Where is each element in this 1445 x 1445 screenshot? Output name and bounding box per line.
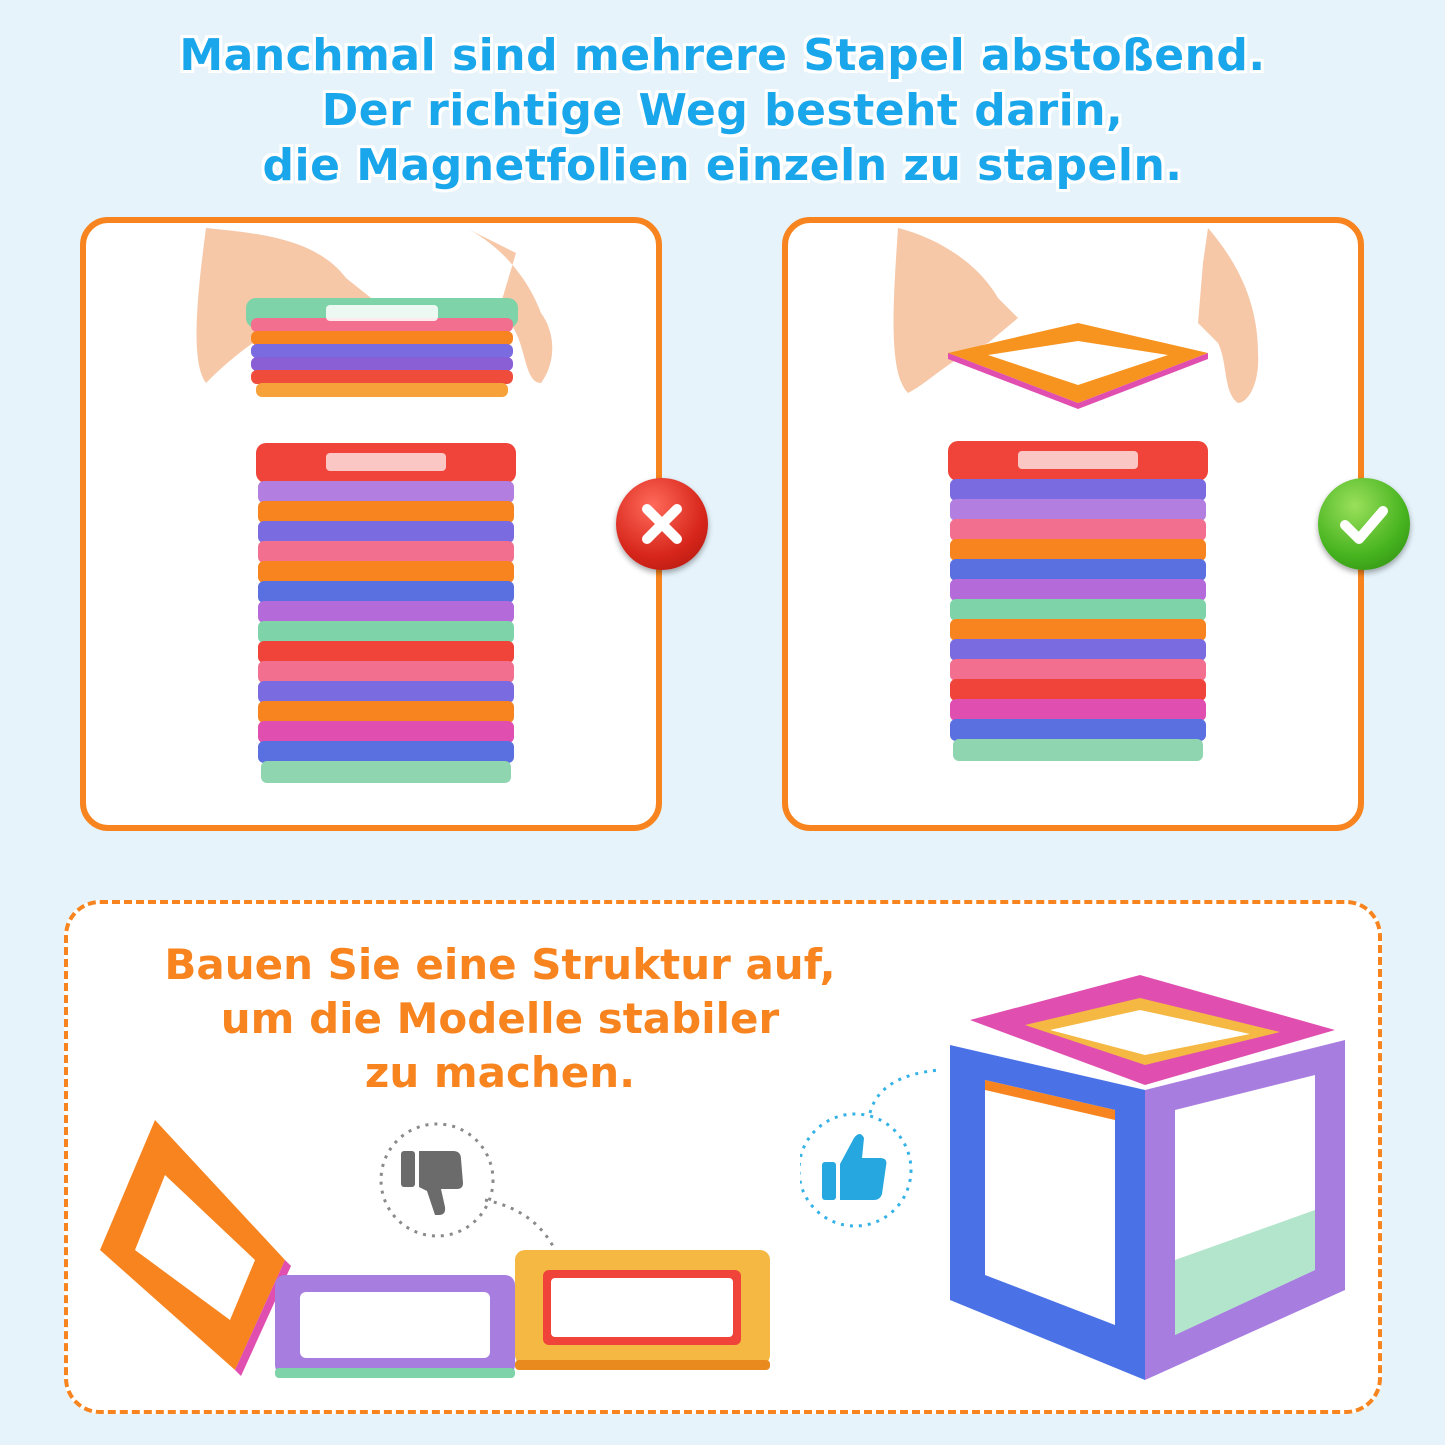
tilted-orange-tile [100,1120,291,1376]
headline-line-3: die Magnetfolien einzeln zu stapeln. [262,140,1183,191]
headline: Manchmal sind mehrere Stapel abstoßend. … [0,28,1445,193]
headline-line-1: Manchmal sind mehrere Stapel abstoßend. [179,30,1266,81]
wrong-method-panel [80,217,662,831]
cross-badge [616,478,708,570]
tip-line-3: zu machen. [364,1048,636,1097]
tip-line-2: um die Modelle stabiler [220,994,780,1043]
wrong-stacking-illustration [196,228,553,783]
headline-line-2: Der richtige Weg besteht darin, [321,85,1124,136]
purple-tile [275,1275,515,1378]
right-stacking-illustration [893,228,1259,761]
small-stack [246,298,518,397]
tip-line-1: Bauen Sie eine Struktur auf, [164,940,836,989]
tall-stack [256,443,516,783]
hand-left [893,228,1018,393]
thumbs-down-icon [397,1143,477,1227]
cube-structure-illustration [950,975,1345,1380]
right-method-panel [782,217,1364,831]
single-sheet [948,323,1208,409]
flat-tiles-illustration [100,1120,770,1378]
hand-right [1198,228,1259,403]
tall-stack [948,441,1208,761]
cross-icon [642,504,682,544]
yellow-tile [515,1250,770,1370]
checkmark-icon [1340,506,1388,544]
thumbs-up-icon [818,1128,898,1212]
check-badge [1318,478,1410,570]
structure-tip-text: Bauen Sie eine Struktur auf, um die Mode… [100,938,900,1100]
